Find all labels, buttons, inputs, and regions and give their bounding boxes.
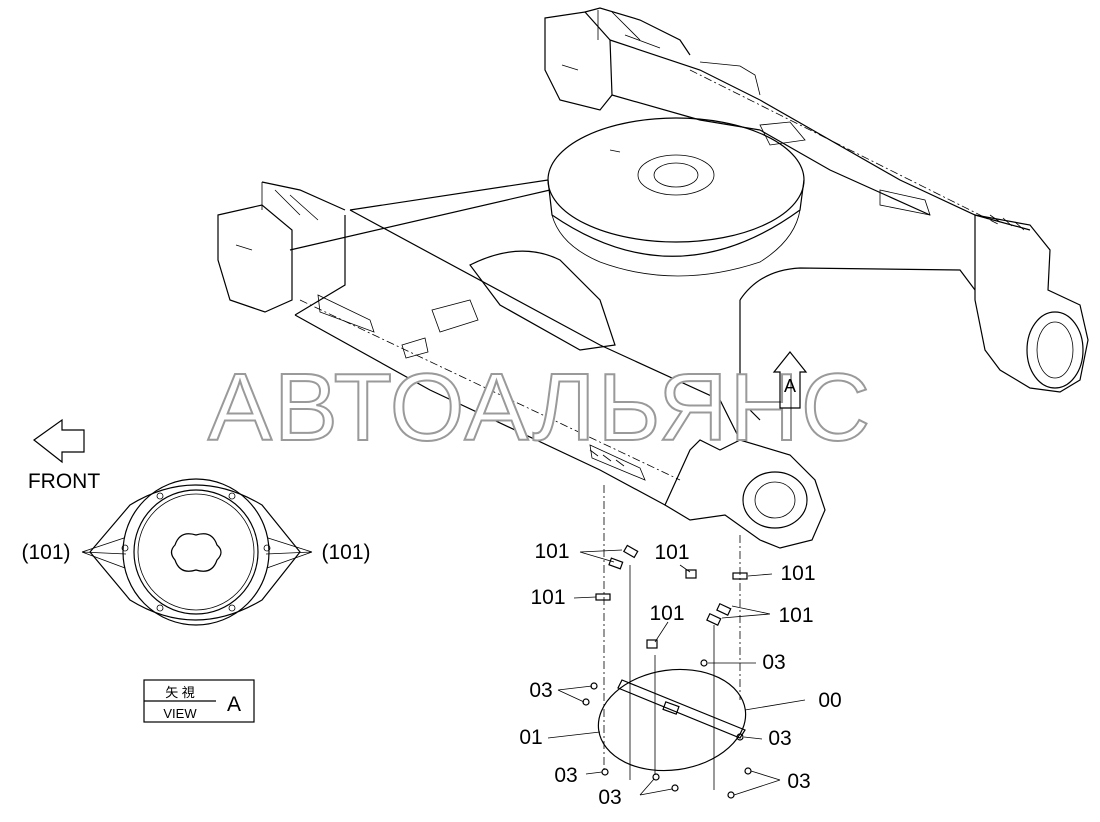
arrow-up-icon bbox=[772, 351, 808, 409]
callout-00: 00 bbox=[818, 689, 841, 712]
view-a-marker: A bbox=[772, 351, 808, 409]
watermark: АВТОАЛЬЯНС bbox=[208, 354, 872, 461]
callout-101-c: 101 bbox=[780, 562, 815, 585]
callout-03-e: 03 bbox=[787, 770, 810, 793]
arrow-left-icon bbox=[32, 418, 85, 464]
front-direction: FRONT bbox=[28, 418, 100, 493]
callout-01: 01 bbox=[519, 726, 542, 749]
callout-03-c: 03 bbox=[768, 727, 791, 750]
detail-view: (101) (101) bbox=[21, 478, 371, 626]
callout-101-b: 101 bbox=[654, 541, 689, 564]
callout-03-d: 03 bbox=[554, 764, 577, 787]
view-box-kanji: 矢 視 bbox=[165, 685, 195, 700]
view-a-marker-letter: A bbox=[784, 376, 796, 396]
callout-101-f: 101 bbox=[778, 604, 813, 627]
callout-101-e: 101 bbox=[649, 602, 684, 625]
detail-left-callout: (101) bbox=[21, 541, 70, 564]
callout-03-a: 03 bbox=[762, 651, 785, 674]
view-box-caption: VIEW bbox=[163, 706, 197, 721]
callout-101-d: 101 bbox=[530, 586, 565, 609]
detail-right-callout: (101) bbox=[321, 541, 370, 564]
callout-03-b: 03 bbox=[529, 679, 552, 702]
front-label: FRONT bbox=[28, 470, 100, 493]
cover-assembly: 101 101 101 101 101 101 03 03 00 01 03 0… bbox=[519, 485, 842, 809]
callout-101-a: 101 bbox=[534, 540, 569, 563]
track-frame-drawing bbox=[217, 7, 1089, 549]
callout-03-f: 03 bbox=[598, 786, 621, 809]
view-box-letter: A bbox=[227, 693, 241, 716]
view-a-box: 矢 視 VIEW A bbox=[143, 679, 255, 723]
